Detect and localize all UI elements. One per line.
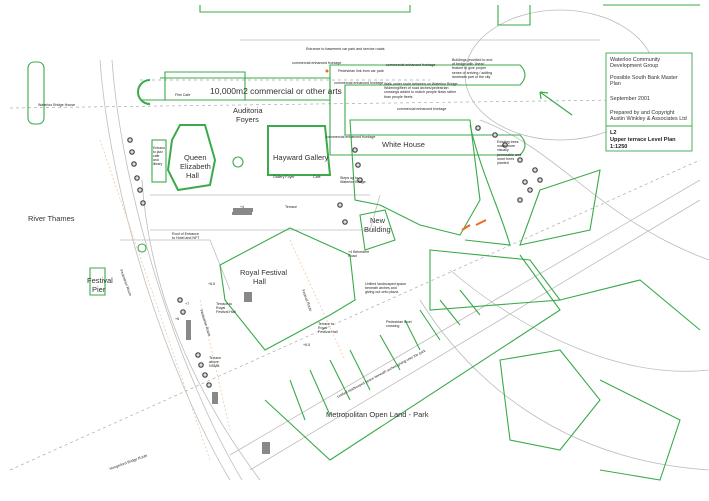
label-film-cafe: Film Cafe: [175, 93, 190, 97]
note: commercial enhanced frontage: [334, 81, 383, 85]
label-park: Metropolitan Open Land - Park: [326, 410, 429, 419]
base-roads: [9, 9, 709, 481]
note: Entrance to jazz cafe and library: [153, 146, 165, 166]
label-hungerford: Hungerford Bridge Route: [109, 454, 148, 471]
note: Steps up to Waterloo Bridge: [340, 176, 366, 185]
label-cafe: Cafe: [313, 175, 321, 179]
buildings: [27, 4, 701, 481]
label-river: River Thames: [28, 214, 75, 223]
note: Pedestrian level crossing: [386, 320, 412, 329]
title-block: Waterloo Community Development Group Pos…: [605, 52, 693, 152]
drawing-scale: 1:1250: [610, 144, 627, 150]
label-foyers: Foyers: [236, 115, 259, 124]
level-mark: +6: [175, 317, 179, 321]
note: commercial enhanced frontage: [386, 63, 435, 67]
project-name: Possible South Bank Master: [610, 75, 678, 81]
note: Roof of Entrance to Hotel and NFT: [172, 232, 200, 241]
label-pier: Pier: [92, 285, 106, 294]
label-rfh: Hall: [253, 277, 266, 286]
note: Pedestrian Route: [199, 309, 211, 337]
drawing-number: L2: [610, 130, 617, 136]
date: September 2001: [610, 96, 650, 102]
festival-pier-top: [27, 61, 45, 125]
note: Festival Route: [301, 289, 313, 312]
accent-arrows: [325, 69, 487, 231]
copyright: Austin Winkley & Associates Ltd: [610, 116, 687, 122]
level-mark: +6.5: [208, 282, 215, 286]
trees: [127, 125, 543, 388]
roundabout-arrow: [539, 91, 573, 116]
label-terrace: Terrace: [285, 205, 297, 209]
drawing-title: Upper terrace Level Plan: [610, 137, 676, 143]
level-mark: +6.5: [303, 343, 310, 347]
note: commercial enhanced frontage: [397, 107, 446, 111]
label-rfh: Royal Festival: [240, 268, 287, 277]
grey-blocks: [186, 208, 270, 454]
label-qeh: Hall: [186, 171, 199, 180]
label-waterloo-bridge-house: Waterloo Bridge House: [38, 103, 75, 107]
note: commercial enhanced frontage: [326, 135, 375, 139]
note: Terrace above NSMB: [209, 356, 221, 369]
client-name: Development Group: [610, 63, 658, 69]
entrance-block: [151, 139, 167, 183]
note: Unified landscaped space beneath arches …: [365, 282, 407, 295]
label-white-house: White House: [382, 140, 425, 149]
client-name: Waterloo Community: [610, 57, 660, 63]
note: Terrace to Royal Festival Hall: [318, 322, 338, 335]
label-qeh: Queen: [184, 153, 207, 162]
note: Pedestrian link from car park: [338, 69, 384, 73]
label-pier: Festival: [87, 276, 113, 285]
note: Terrace to Royal Festival Hall: [216, 302, 236, 315]
label-gallery-foyer: Gallery Foyer: [273, 175, 295, 179]
label-hayward: Hayward Gallery: [273, 153, 329, 162]
level-mark: +4: [240, 205, 244, 209]
level-mark: +7: [185, 302, 189, 306]
label-new-building: New: [370, 216, 386, 225]
label-auditoria: Auditoria: [233, 106, 263, 115]
note: Buildings provided to end of bridge with…: [452, 58, 493, 79]
note: +4 Belvedere Road: [348, 250, 370, 259]
labels: 10,000m2 commercial or other arts Film C…: [28, 86, 429, 471]
note: Entrance to basement car park and servic…: [306, 47, 385, 51]
note: Existing trees made more visually permea…: [497, 140, 521, 166]
project-name: Plan: [610, 81, 621, 87]
copyright: Prepared by and Copyright: [610, 110, 675, 116]
note: Walk under route between on Waterloo Bri…: [384, 82, 459, 99]
label-commercial: 10,000m2 commercial or other arts: [210, 86, 342, 96]
note: Pedestrian Route: [119, 269, 132, 296]
label-new-building: Building: [364, 225, 391, 234]
note: commercial enhanced frontage: [292, 61, 341, 65]
label-qeh: Elizabeth: [180, 162, 211, 171]
